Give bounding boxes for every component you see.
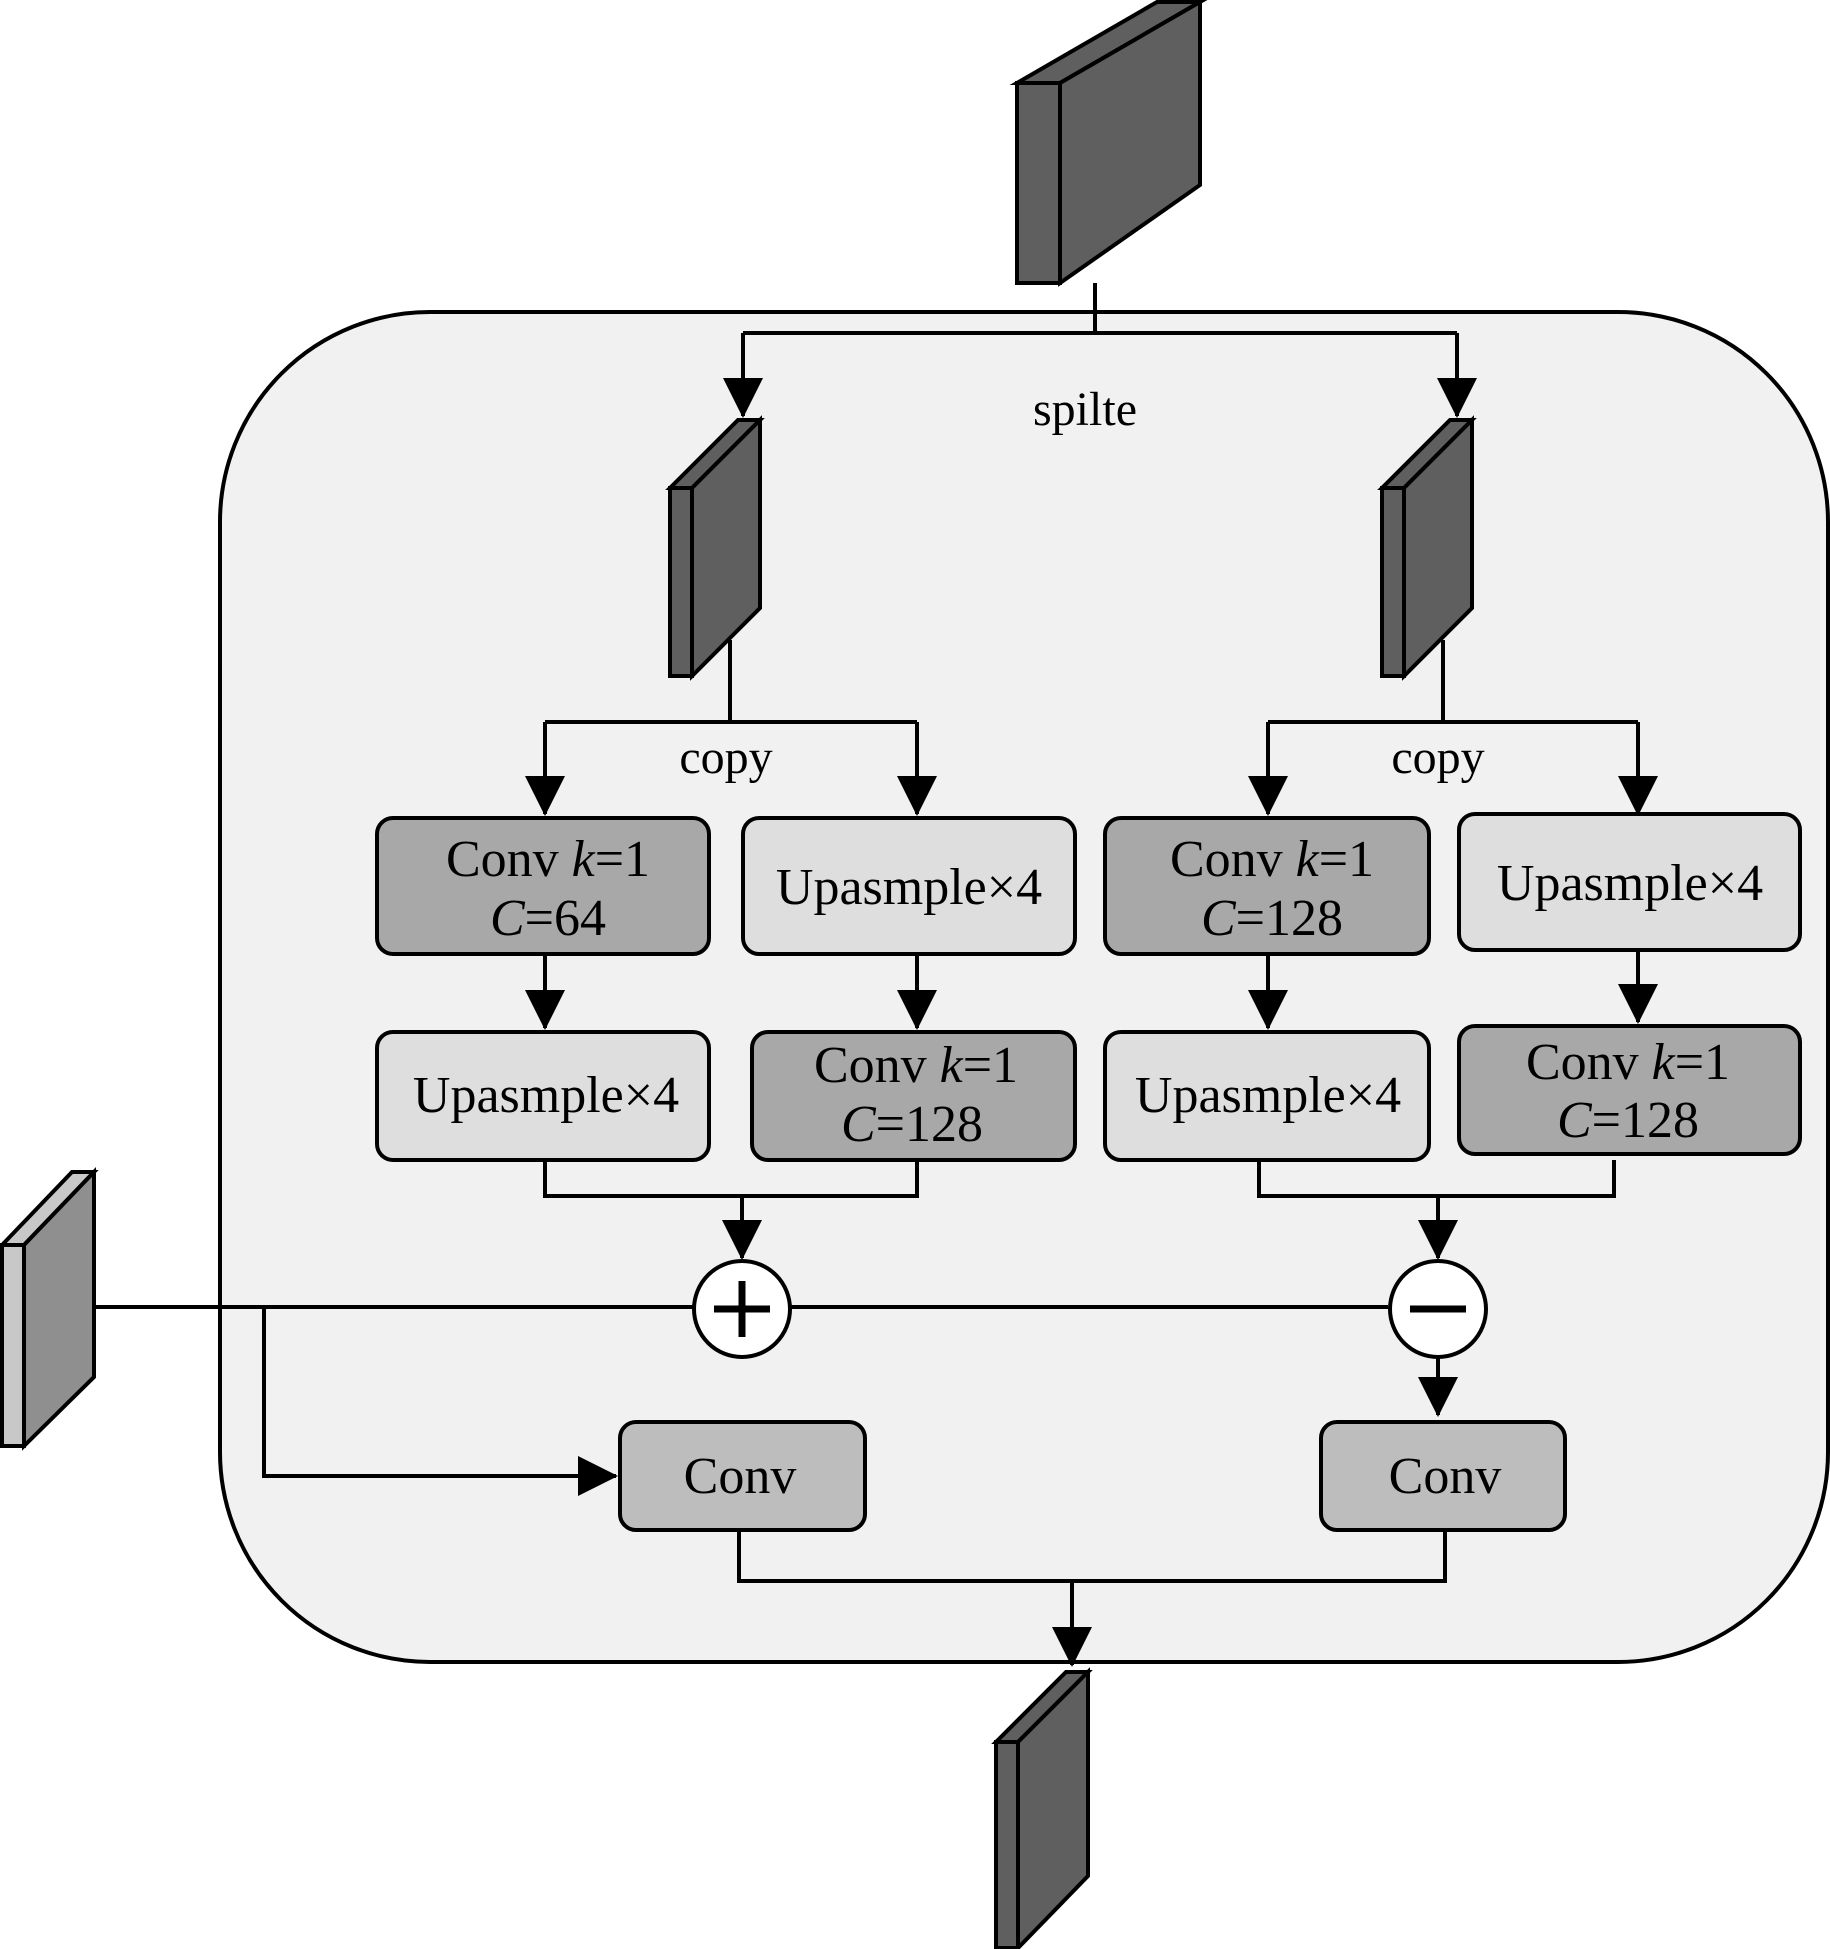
copy-label-right: copy [1391, 731, 1484, 784]
copy-connector-left [525, 640, 937, 816]
svg-text:Conv k=1: Conv k=1 [446, 831, 650, 888]
input-tensor-side [0, 1167, 99, 1451]
conv-k1-c128-box-1: Conv k=1 C=128 [1103, 816, 1431, 956]
svg-text:Conv k=1: Conv k=1 [1526, 1034, 1730, 1091]
conv-box-right: Conv [1319, 1420, 1567, 1532]
module-container [218, 310, 1830, 1664]
output-tensor [991, 1667, 1093, 1949]
side-input-connector [94, 1305, 1388, 1496]
svg-text:Upasmple×4: Upasmple×4 [776, 859, 1042, 916]
svg-text:C=128: C=128 [841, 1096, 983, 1153]
row-arrows [525, 950, 1658, 1030]
svg-text:Upasmple×4: Upasmple×4 [413, 1067, 679, 1124]
output-connector [737, 1530, 1447, 1667]
copy-connector-right [1248, 640, 1658, 816]
input-tensor-top [1009, 0, 1208, 287]
copy-label-left: copy [679, 731, 772, 784]
split-connector [723, 283, 1477, 418]
conv-k1-c128-box-3: Conv k=1 C=128 [1457, 1024, 1802, 1156]
branch-tensor-right [1377, 415, 1477, 681]
svg-text:Conv: Conv [684, 1448, 797, 1505]
svg-text:Conv k=1: Conv k=1 [814, 1037, 1018, 1094]
minus-circle-icon [1388, 1259, 1488, 1359]
upsample-box-4: Upasmple×4 [1103, 1030, 1431, 1162]
conv-k1-c128-box-2: Conv k=1 C=128 [750, 1030, 1077, 1162]
svg-text:Upasmple×4: Upasmple×4 [1135, 1067, 1401, 1124]
split-label: spilte [1033, 383, 1137, 436]
svg-text:Conv: Conv [1389, 1448, 1502, 1505]
upsample-box-3: Upasmple×4 [375, 1030, 711, 1162]
conv-box-left: Conv [618, 1420, 867, 1532]
merge-connector-right [1257, 1160, 1616, 1260]
upsample-box-2: Upasmple×4 [1457, 812, 1802, 952]
conv-k1-c64-box: Conv k=1 C=64 [375, 816, 711, 956]
merge-connector-left [543, 1160, 919, 1260]
svg-text:C=64: C=64 [490, 890, 606, 947]
svg-text:C=128: C=128 [1557, 1092, 1699, 1149]
svg-text:Conv k=1: Conv k=1 [1170, 831, 1374, 888]
upsample-box-1: Upasmple×4 [741, 816, 1077, 956]
svg-text:Upasmple×4: Upasmple×4 [1497, 855, 1763, 912]
svg-text:C=128: C=128 [1201, 890, 1343, 947]
plus-circle-icon [692, 1259, 792, 1359]
branch-tensor-left [665, 415, 765, 681]
